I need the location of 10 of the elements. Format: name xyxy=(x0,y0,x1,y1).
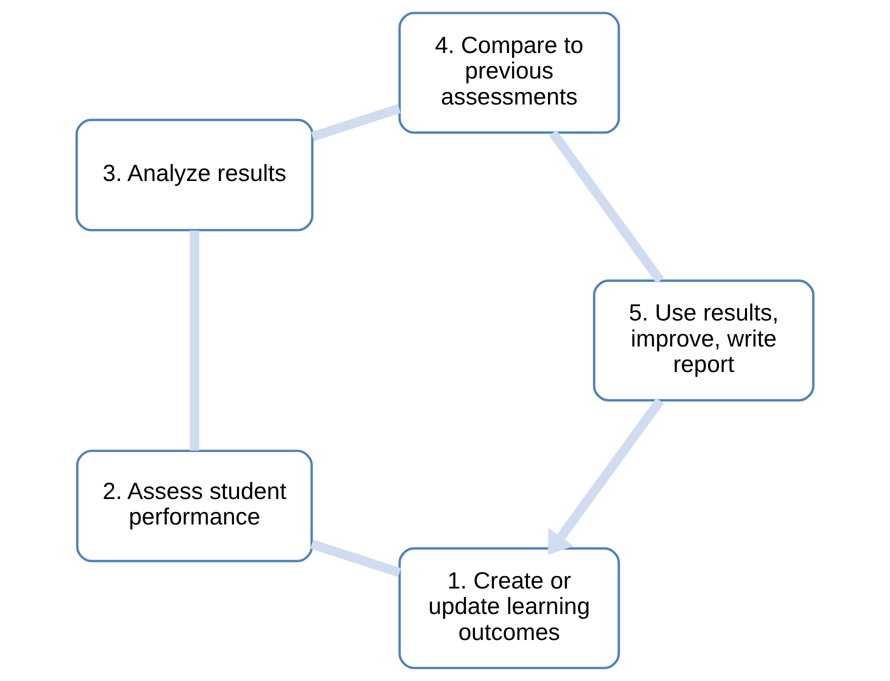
connector xyxy=(311,104,401,142)
node-box: 3. Analyze results xyxy=(76,118,314,232)
connector xyxy=(190,230,200,451)
node-box: 1. Create or update learning outcomes xyxy=(398,547,620,670)
node-box: 5. Use results, improve, write report xyxy=(592,280,814,402)
node-box: 2. Assess student performance xyxy=(76,450,313,562)
connector xyxy=(549,130,664,284)
node-box: 4. Compare to previous assessments xyxy=(398,12,620,134)
connector xyxy=(310,540,402,578)
arrow xyxy=(548,398,664,555)
